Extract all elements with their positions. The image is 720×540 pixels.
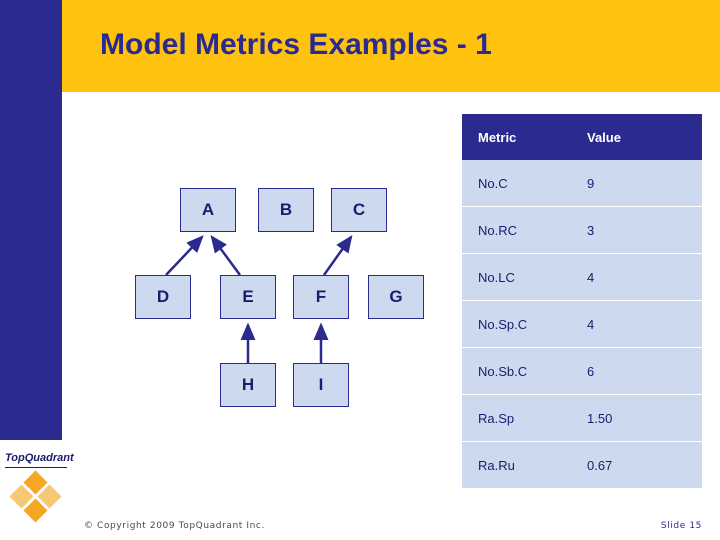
edge-e-a [210,234,242,276]
brand-logo: TopQuadrant [3,452,74,530]
graph-node-h[interactable]: H [220,363,276,407]
table-row: Ra.Sp 1.50 [462,394,702,442]
cell-metric: No.RC [462,206,567,254]
metrics-table: Metric Value No.C 9 No.RC 3 No.LC 4 No.S… [462,114,702,489]
footer-slide-number: Slide 15 [660,521,702,531]
cell-metric: No.Sb.C [462,347,567,395]
cell-metric: No.Sp.C [462,300,567,348]
table-row: Ra.Ru 0.67 [462,441,702,489]
cell-value: 3 [567,206,702,254]
cell-metric: Ra.Sp [462,394,567,442]
table-header-metric: Metric [462,114,567,160]
graph-node-e[interactable]: E [220,275,276,319]
table-row: No.Sb.C 6 [462,347,702,395]
graph-node-i[interactable]: I [293,363,349,407]
cell-metric: No.LC [462,253,567,301]
table-header-row: Metric Value [462,114,702,160]
logo-underline [5,467,67,468]
cell-value: 1.50 [567,394,702,442]
footer-copyright: © Copyright 2009 TopQuadrant Inc. [84,521,265,531]
graph-node-f[interactable]: F [293,275,349,319]
table-row: No.RC 3 [462,206,702,254]
page-title: Model Metrics Examples - 1 [100,28,492,61]
cell-metric: No.C [462,160,567,207]
cell-metric: Ra.Ru [462,441,567,489]
graph-node-c[interactable]: C [331,188,387,232]
top-color-band [0,0,720,92]
cell-value: 4 [567,300,702,348]
cell-value: 0.67 [567,441,702,489]
edge-f-c [322,234,353,276]
graph-node-b[interactable]: B [258,188,314,232]
cell-value: 6 [567,347,702,395]
table-row: No.LC 4 [462,253,702,301]
table-row: No.Sp.C 4 [462,300,702,348]
graph-node-d[interactable]: D [135,275,191,319]
graph-node-a[interactable]: A [180,188,236,232]
cell-value: 9 [567,160,702,207]
node-link-diagram: A B C D E F G H I [120,180,460,430]
table-row: No.C 9 [462,160,702,207]
table-header-value: Value [567,114,702,160]
diagram-edges [165,234,353,363]
logo-wordmark: TopQuadrant [5,452,74,464]
cell-value: 4 [567,253,702,301]
edge-d-a [165,235,204,276]
graph-node-g[interactable]: G [368,275,424,319]
